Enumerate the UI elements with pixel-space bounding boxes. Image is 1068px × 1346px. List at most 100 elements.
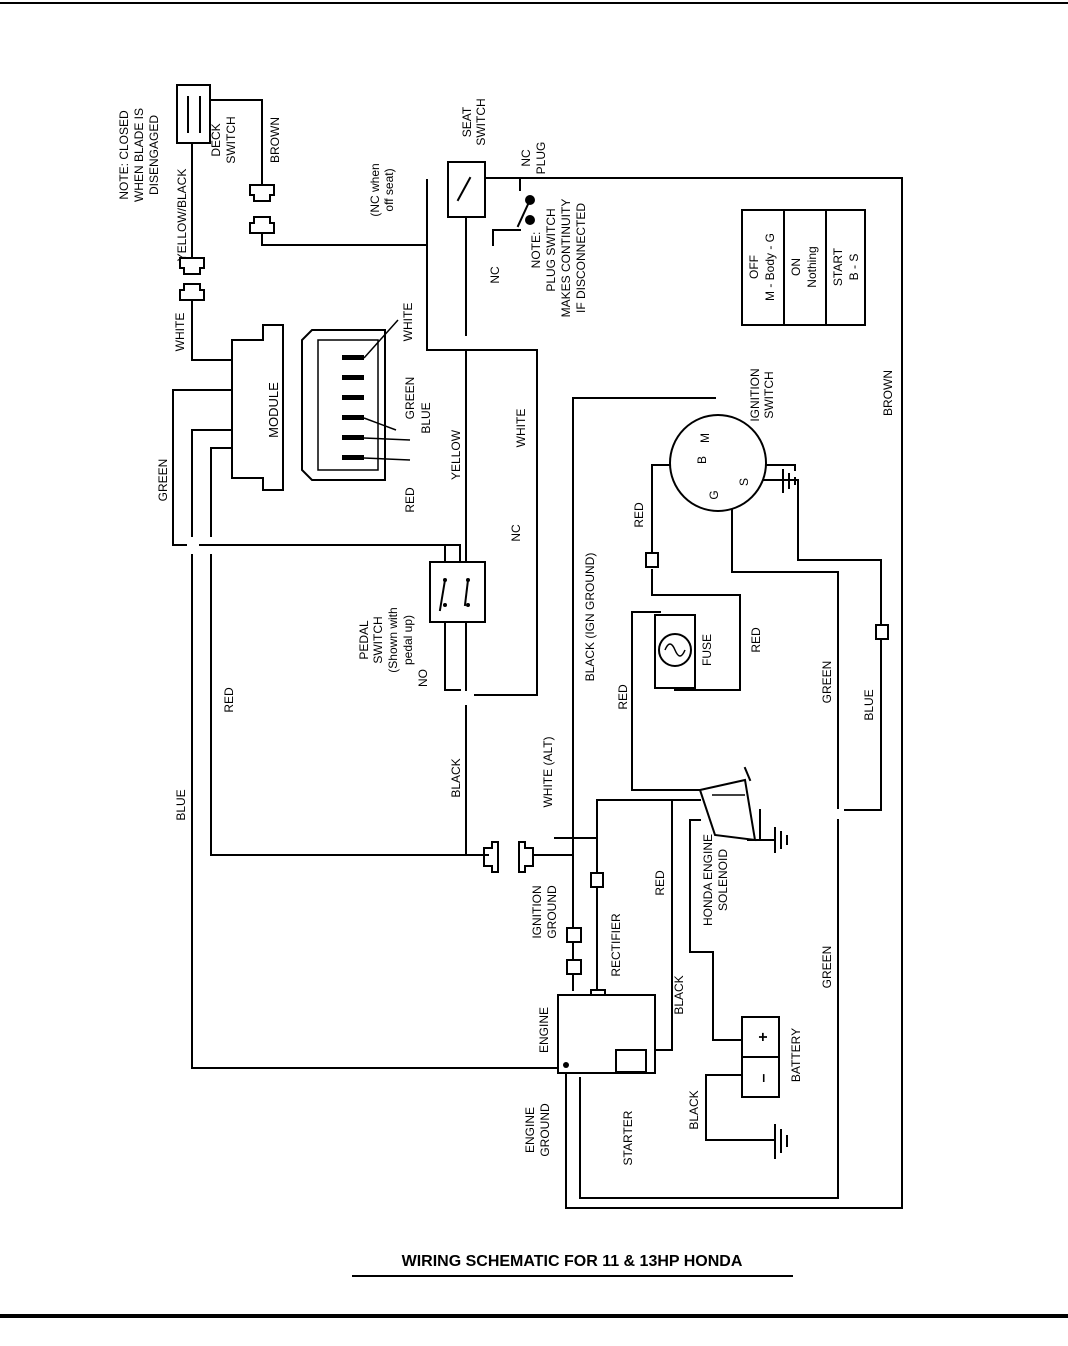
- solenoid-label-2: SOLENOID: [716, 849, 730, 911]
- label-yellow: YELLOW: [449, 429, 463, 480]
- deck-switch-label-2: SWITCH: [224, 116, 238, 163]
- label-white-mid: WHITE: [514, 409, 528, 448]
- wire-green-right: [579, 479, 839, 1199]
- rectifier-label: RECTIFIER: [609, 913, 623, 977]
- wire-deck-to-seat: [261, 179, 428, 246]
- label-red-module: RED: [403, 487, 417, 513]
- wire-plug-nc: [492, 229, 521, 246]
- seat-note-2: off seat): [382, 168, 396, 211]
- pin-s: S: [737, 478, 751, 486]
- ignition-switch-label-1: IGNITION: [748, 368, 762, 421]
- connector-deck-brown: [249, 184, 275, 234]
- table-off-value: M - Body - G: [763, 233, 777, 301]
- label-white-alt: WHITE (ALT): [541, 736, 555, 807]
- wire-red-pedal: [231, 544, 446, 579]
- plug-note-2: PLUG SWITCH: [544, 208, 558, 291]
- solenoid-label-1: HONDA ENGINE: [701, 834, 715, 926]
- connector-ign-ground-1: [566, 927, 582, 943]
- connector-black-red: [483, 841, 534, 873]
- solenoid: [698, 766, 757, 842]
- wires: [172, 99, 903, 1209]
- wire-white-alt: [596, 799, 696, 991]
- pedal-switch-label-3: (Shown with: [386, 607, 400, 672]
- wire-brown-top: [209, 99, 263, 186]
- plug-switch: [516, 195, 535, 228]
- label-red-fuse: RED: [749, 627, 763, 653]
- switch-table: [741, 209, 866, 326]
- battery: [741, 1016, 780, 1098]
- seat-switch: [447, 161, 486, 218]
- wire-blue-right: [744, 479, 882, 811]
- table-start-value: B - S: [847, 254, 861, 281]
- label-yellow-black: YELLOW/BLACK: [175, 169, 189, 262]
- label-black-mid: BLACK: [449, 758, 463, 797]
- connector-ign-ground-2: [566, 959, 582, 975]
- nc-label: NC: [488, 266, 502, 284]
- table-off: OFF: [747, 255, 761, 279]
- label-black-lower: BLACK: [672, 975, 686, 1014]
- fuse-label: FUSE: [700, 634, 714, 666]
- plug-note-1: NOTE:: [529, 232, 543, 269]
- wire-brown-right: [465, 177, 903, 1209]
- engine-label: ENGINE: [537, 1007, 551, 1053]
- wire-blue-left: [191, 429, 562, 1069]
- engine-ground-label-2: GROUND: [538, 1103, 552, 1157]
- solenoid-ground-symbol: [747, 827, 788, 853]
- fuse: [654, 614, 696, 689]
- label-green-right: GREEN: [820, 661, 834, 704]
- engine: [557, 994, 656, 1074]
- label-blue-module: BLUE: [419, 402, 433, 433]
- label-white-top: WHITE: [173, 313, 187, 352]
- wire-green-left: [172, 389, 233, 546]
- plug-note-4: IF DISCONNECTED: [574, 203, 588, 313]
- seat-note-1: (NC when: [368, 163, 382, 216]
- battery-ground-symbol: [774, 1124, 788, 1159]
- wire-pedal-down: [444, 609, 461, 691]
- seat-switch-label-1: SEAT: [460, 106, 474, 137]
- deck-switch: [176, 84, 211, 144]
- table-start: START: [831, 247, 845, 286]
- label-brown-top: BROWN: [268, 117, 282, 163]
- label-black-battery: BLACK: [687, 1090, 701, 1129]
- module: MODULE: [231, 324, 284, 491]
- pin-g: G: [707, 490, 721, 499]
- pin-b: B: [695, 456, 709, 464]
- connector-deck-white: [179, 257, 205, 301]
- pedal-switch-label-2: SWITCH: [371, 616, 385, 663]
- deck-note-1: NOTE: CLOSED: [117, 110, 131, 200]
- label-white-module: WHITE: [401, 303, 415, 342]
- ignition-ground-symbol: [782, 469, 796, 493]
- pedal-switch-label-1: PEDAL: [357, 620, 371, 660]
- wire-red-lower: [644, 799, 701, 1051]
- wire-black-ign-ground: [572, 397, 716, 991]
- deck-note-3: DISENGAGED: [147, 115, 161, 195]
- plug-note-3: MAKES CONTINUITY: [559, 199, 573, 318]
- wire-black-mid: [465, 827, 489, 856]
- label-brown-right: BROWN: [881, 370, 895, 416]
- battery-minus: –: [755, 1073, 772, 1082]
- wire-red-left: [210, 447, 485, 856]
- table-on: ON: [789, 258, 803, 276]
- page-title: WIRING SCHEMATIC FOR 11 & 13HP HONDA: [402, 1253, 743, 1270]
- table-on-value: Nothing: [805, 246, 819, 287]
- connector-red-ign: [645, 552, 659, 568]
- deck-note-2: WHEN BLADE IS: [132, 108, 146, 202]
- wire-white-top: [191, 299, 233, 361]
- nc-plug-label-2: PLUG: [534, 142, 548, 175]
- ignition-switch: [669, 414, 767, 512]
- label-black-ign-ground: BLACK (IGN GROUND): [583, 553, 597, 682]
- pedal-nc-label: NC: [509, 524, 523, 542]
- wire-black-battery: [705, 1074, 776, 1141]
- pedal-no-label: NO: [416, 669, 430, 687]
- ignition-ground-label-1: IGNITION: [530, 885, 544, 938]
- label-red-ign: RED: [632, 502, 646, 528]
- label-green-module: GREEN: [403, 377, 417, 420]
- wire-red-fuse: [631, 611, 701, 791]
- label-green-left: GREEN: [156, 459, 170, 502]
- label-blue-right: BLUE: [862, 689, 876, 720]
- engine-ground-label-1: ENGINE: [523, 1107, 537, 1153]
- deck-switch-label-1: DECK: [209, 123, 223, 156]
- pedal-switch-label-4: pedal up): [401, 615, 415, 665]
- label-green-lower: GREEN: [820, 946, 834, 989]
- nc-plug-label-1: NC: [519, 149, 533, 167]
